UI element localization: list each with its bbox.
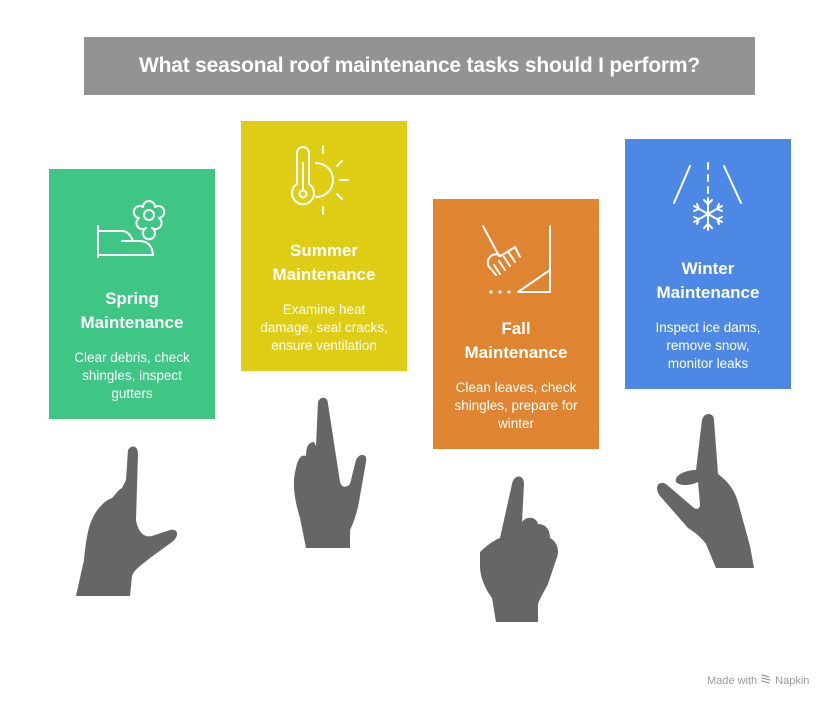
card-summer: Summer Maintenance Examine heat damage, … bbox=[241, 121, 407, 371]
pointing-hand-icon bbox=[654, 412, 774, 572]
snowflake-road-icon bbox=[625, 139, 791, 249]
card-description: Inspect ice dams, remove snow, monitor l… bbox=[655, 320, 761, 371]
pointing-hand-icon bbox=[476, 472, 566, 624]
napkin-brand: Napkin bbox=[775, 674, 810, 687]
title-banner: What seasonal roof maintenance tasks sho… bbox=[84, 37, 755, 95]
card-description: Clear debris, check shingles, inspect gu… bbox=[74, 350, 190, 401]
made-with-label: Made with bbox=[707, 674, 758, 687]
card-heading: Summer Maintenance bbox=[272, 241, 376, 284]
card-fall: Fall Maintenance Clean leaves, check shi… bbox=[433, 199, 599, 449]
card-heading: Fall Maintenance bbox=[464, 319, 568, 362]
napkin-logo-icon bbox=[760, 673, 772, 688]
page-title: What seasonal roof maintenance tasks sho… bbox=[139, 54, 700, 77]
pointing-hand-icon bbox=[70, 440, 180, 600]
thermometer-sun-icon bbox=[241, 121, 407, 231]
card-winter: Winter Maintenance Inspect ice dams, rem… bbox=[625, 139, 791, 389]
card-heading: Winter Maintenance bbox=[656, 259, 760, 302]
card-description: Examine heat damage, seal cracks, ensure… bbox=[260, 302, 388, 353]
pointing-hand-icon bbox=[288, 394, 378, 550]
card-heading: Spring Maintenance bbox=[80, 289, 184, 332]
made-with-napkin-footer: Made with Napkin bbox=[707, 673, 809, 688]
rake-leaves-icon bbox=[433, 199, 599, 309]
card-description: Clean leaves, check shingles, prepare fo… bbox=[454, 380, 578, 431]
flower-hand-icon bbox=[49, 169, 215, 279]
card-spring: Spring Maintenance Clear debris, check s… bbox=[49, 169, 215, 419]
